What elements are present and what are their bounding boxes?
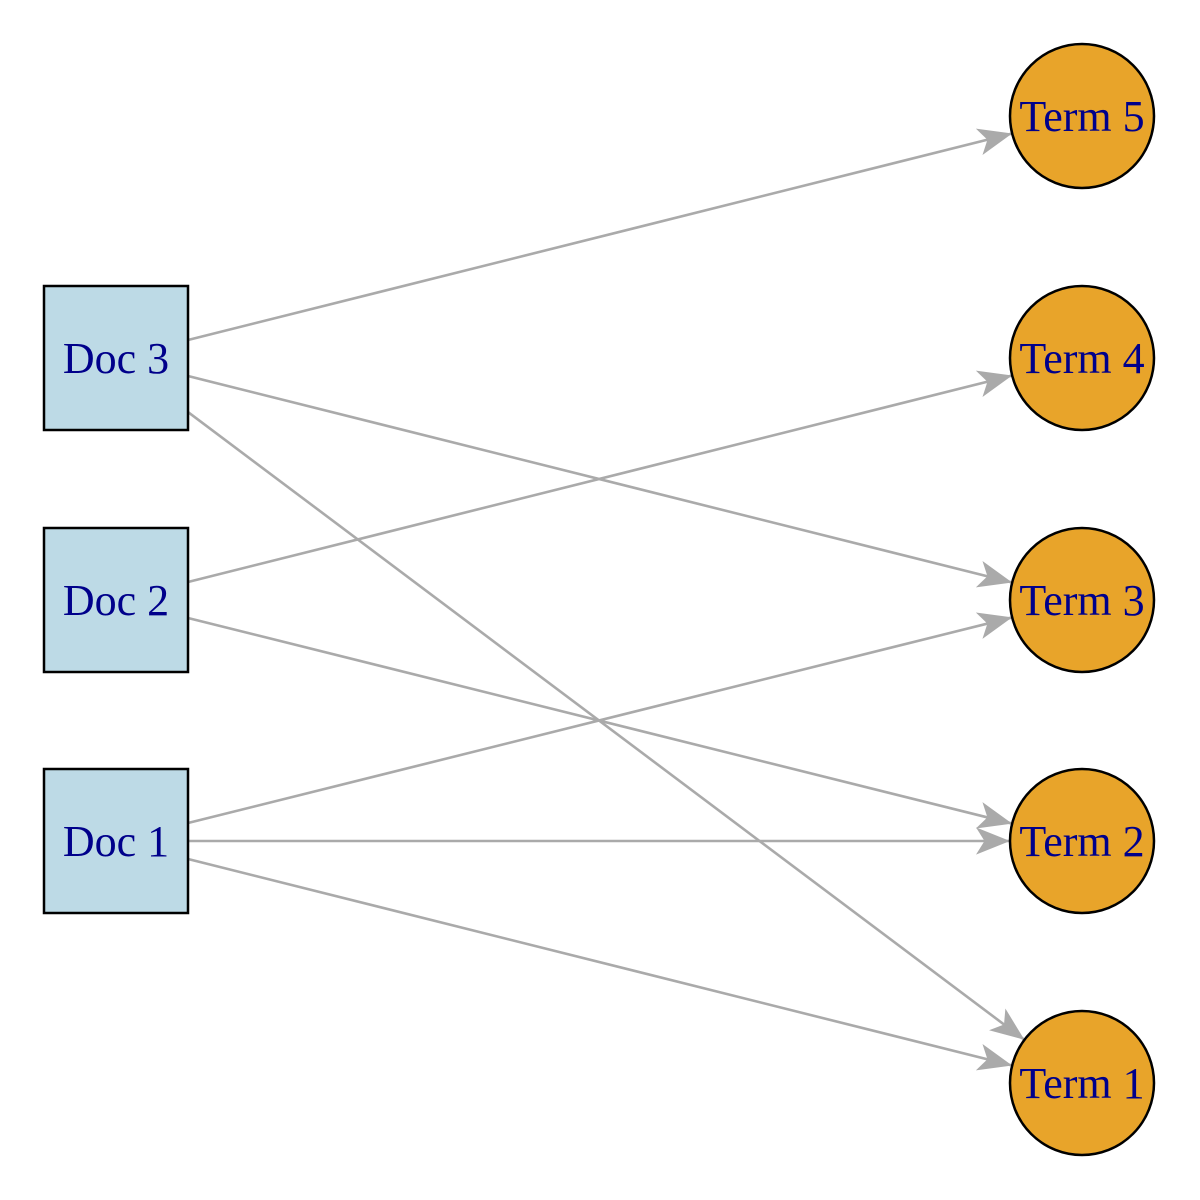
edge-doc3-term5 [187,128,1013,342]
term5-label: Term 5 [1019,92,1144,141]
node-term5[interactable]: Term 5 [1008,42,1156,190]
doc1-square [42,767,190,915]
term1-circle [1008,1009,1156,1157]
doc1-label: Doc 1 [63,817,169,866]
node-doc3[interactable]: Doc 3 [42,284,190,432]
term2-circle [1008,767,1156,915]
node-doc2[interactable]: Doc 2 [42,526,190,674]
term3-label: Term 3 [1019,576,1144,625]
edge-doc1-term1 [187,857,1013,1071]
doc2-square [42,526,190,674]
node-term1[interactable]: Term 1 [1008,1009,1156,1157]
edge-doc1-term3 [187,612,1013,825]
term1-label: Term 1 [1019,1059,1144,1108]
node-term3[interactable]: Term 3 [1008,526,1156,674]
doc3-square [42,284,190,432]
doc2-label: Doc 2 [63,576,169,625]
term4-label: Term 4 [1019,334,1144,383]
node-term2[interactable]: Term 2 [1008,767,1156,915]
edge-doc3-term1 [187,410,1026,1041]
nodes-layer: Doc 3 Doc 2 Doc 1 Term 5 Term 4 Term 3 Term 2 T… [42,42,1156,1157]
term2-label: Term 2 [1019,817,1144,866]
edges-layer [187,128,1026,1071]
term4-circle [1008,284,1156,432]
node-doc1[interactable]: Doc 1 [42,767,190,915]
node-term4[interactable]: Term 4 [1008,284,1156,432]
edge-doc2-term4 [187,370,1013,584]
term5-circle [1008,42,1156,190]
doc3-label: Doc 3 [63,334,169,383]
term3-circle [1008,526,1156,674]
